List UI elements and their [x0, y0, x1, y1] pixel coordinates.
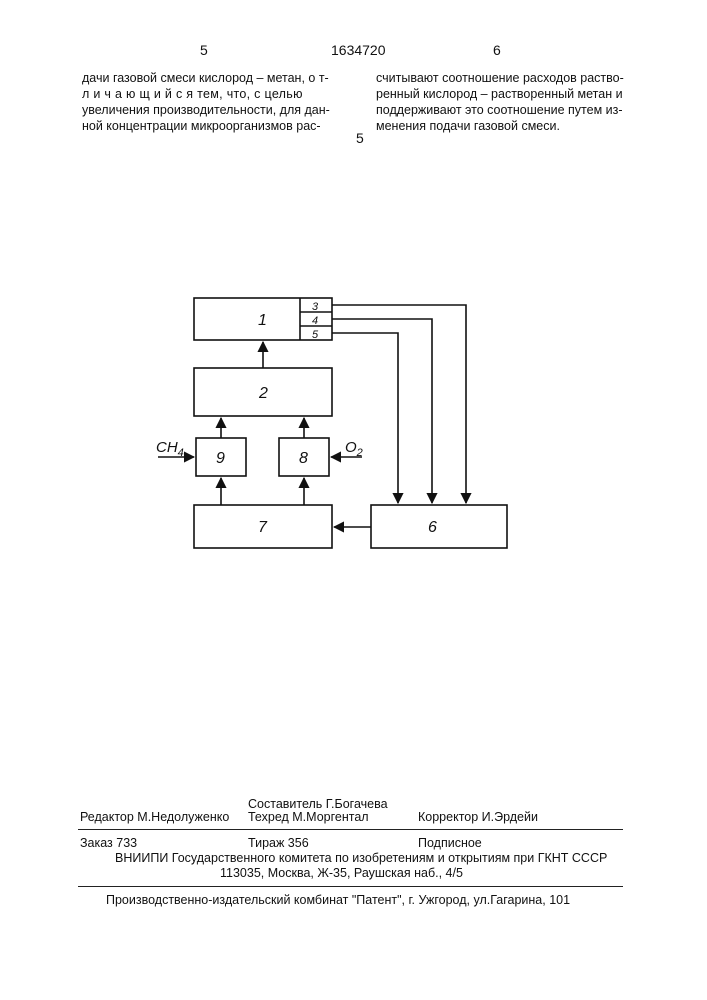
footer-rule [78, 886, 623, 887]
editor: Редактор М.Недолуженко [80, 810, 229, 824]
port-4-label: 4 [312, 315, 318, 327]
tech-editor: Техред М.Моргентал [248, 810, 369, 824]
order-number: Заказ 733 [80, 836, 137, 850]
line-port3-to-6 [332, 305, 466, 503]
block-8-label: 8 [299, 450, 308, 467]
block-6-label: 6 [428, 519, 437, 536]
line-port4-to-6 [332, 319, 432, 503]
block-6 [371, 505, 507, 548]
block-2-label: 2 [258, 385, 268, 402]
ch4-label: CH4 [156, 439, 184, 459]
institute: ВНИИПИ Государственного комитета по изоб… [115, 851, 607, 865]
corrector: Корректор И.Эрдейи [418, 810, 538, 824]
block-7-label: 7 [258, 519, 268, 536]
line-port5-to-6 [332, 333, 398, 503]
compiler: Составитель Г.Богачева [248, 797, 388, 811]
o2-label: O2 [345, 439, 363, 459]
subscription: Подписное [418, 836, 482, 850]
port-3-label: 3 [312, 301, 319, 313]
institute-address: 113035, Москва, Ж-35, Раушская наб., 4/5 [220, 866, 463, 880]
block-1-label: 1 [258, 312, 267, 329]
port-5-label: 5 [312, 329, 319, 341]
block-9-label: 9 [216, 450, 225, 467]
footer-rule [78, 829, 623, 830]
publisher: Производственно-издательский комбинат "П… [106, 893, 570, 907]
circulation: Тираж 356 [248, 836, 309, 850]
